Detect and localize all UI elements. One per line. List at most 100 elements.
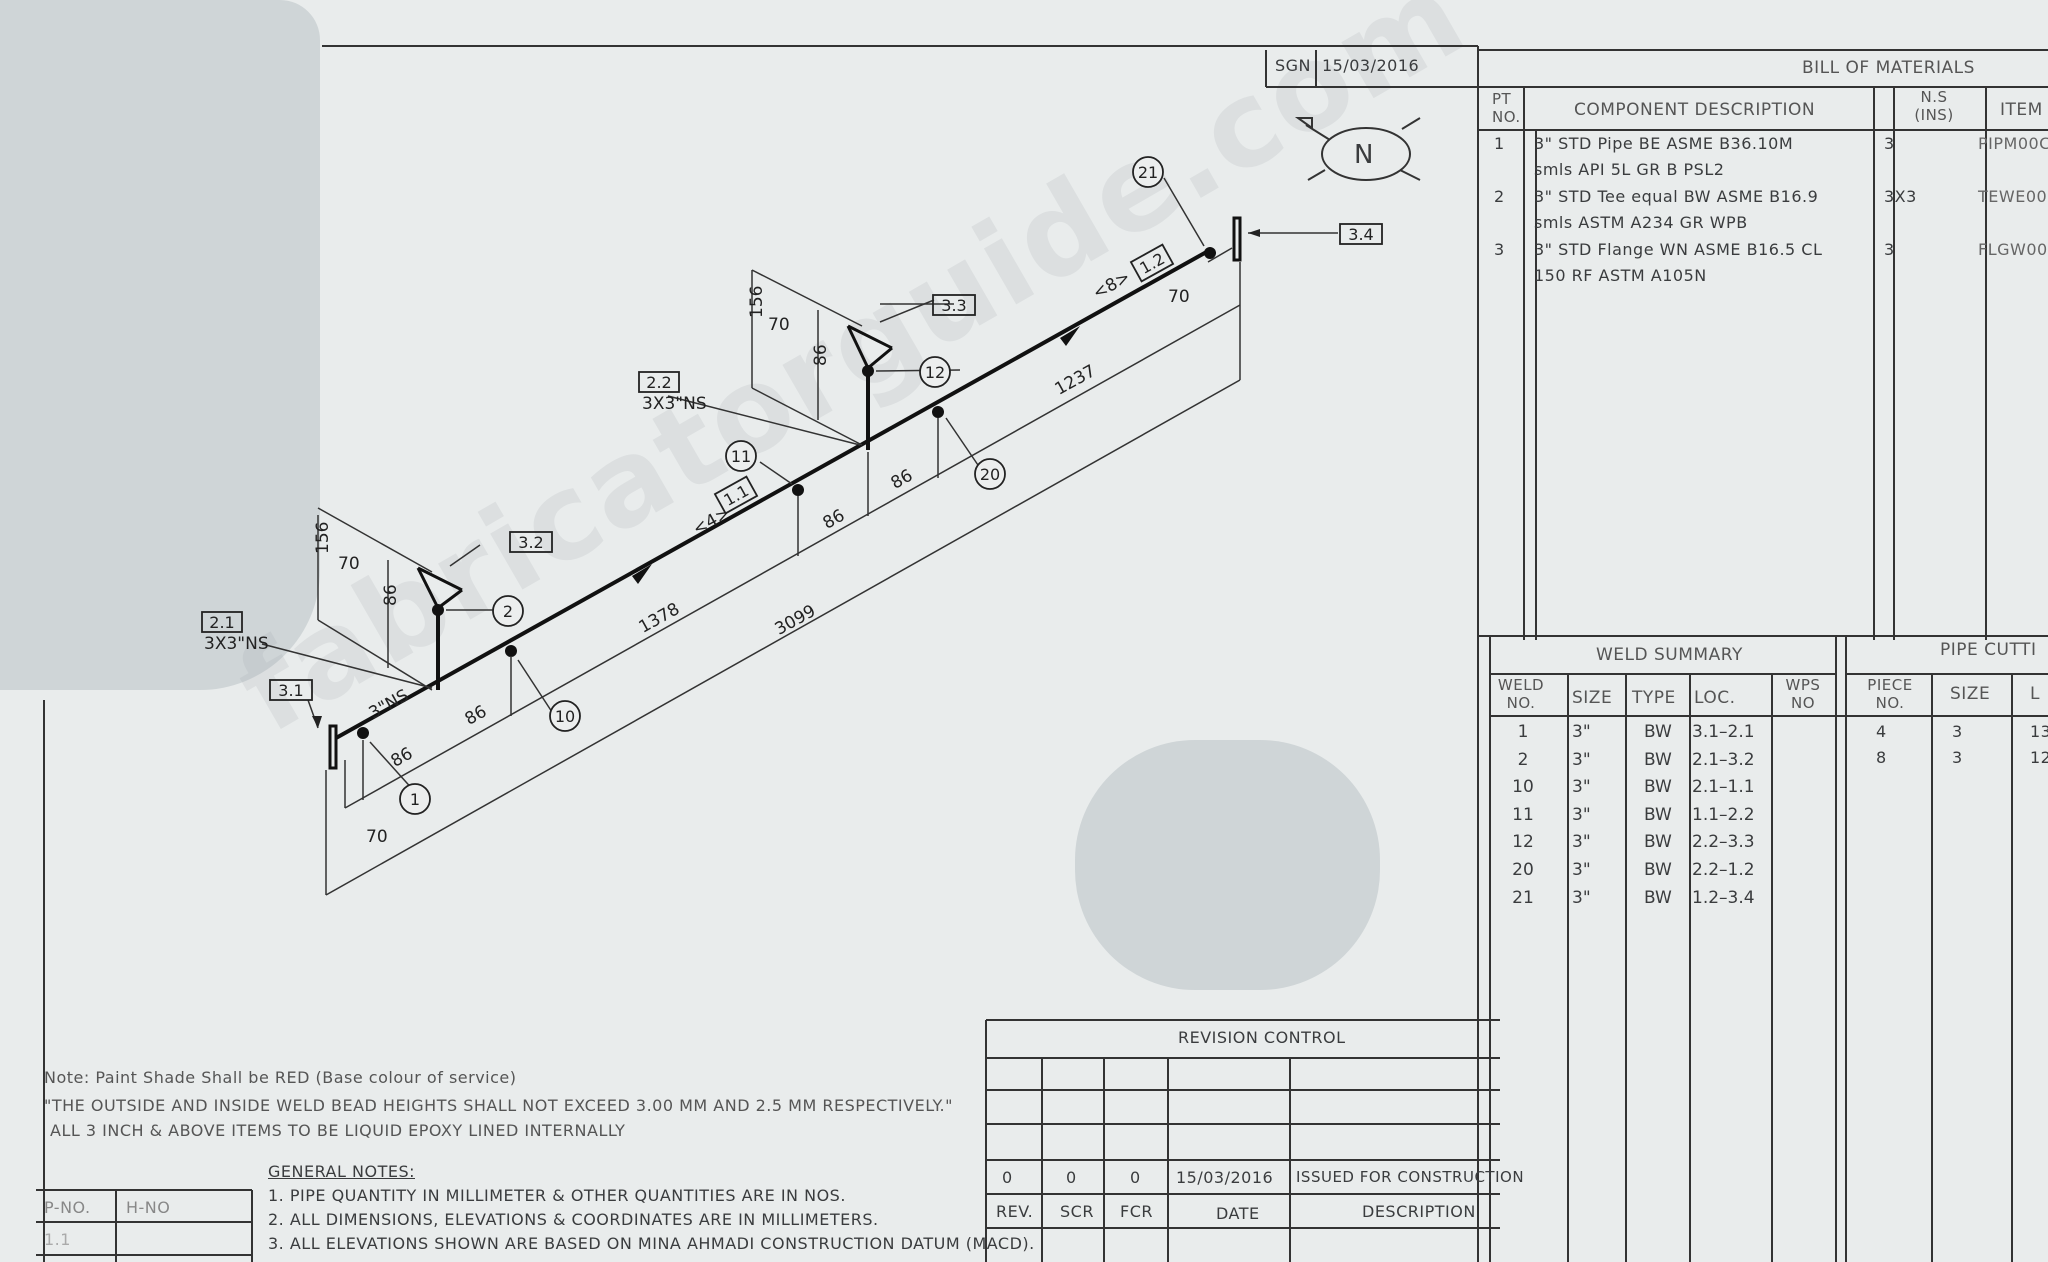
- weld-balloon-1: 1: [410, 790, 420, 809]
- tag-2-1-size: 3X3"NS: [204, 634, 269, 654]
- weld-row-7-size: 3": [1572, 887, 1591, 908]
- revision-col-fcr: FCR: [1120, 1202, 1153, 1221]
- weld-row-7-loc: 1.2–3.4: [1692, 887, 1755, 908]
- weld-row-6-loc: 2.2–1.2: [1692, 860, 1755, 880]
- weld-row-4-type: BW: [1644, 804, 1672, 825]
- pipe-col-size: SIZE: [1950, 684, 1991, 704]
- bom-row-3-pt: 3: [1494, 240, 1505, 259]
- note-weld-bead: "THE OUTSIDE AND INSIDE WELD BEAD HEIGHT…: [44, 1096, 953, 1115]
- tag-2-2: 2.2: [646, 373, 671, 392]
- revision-title: REVISION CONTROL: [1178, 1028, 1346, 1047]
- weld-balloon-21: 21: [1138, 163, 1158, 182]
- dim-70-end: 70: [1168, 287, 1190, 307]
- general-note-2: 2. ALL DIMENSIONS, ELEVATIONS & COORDINA…: [268, 1210, 879, 1229]
- tag-1-1-count: <4>: [690, 503, 734, 540]
- note-paint-shade: Note: Paint Shade Shall be RED (Base col…: [44, 1068, 517, 1087]
- pno-label: P-NO.: [44, 1198, 91, 1217]
- weld-balloon-10: 10: [555, 707, 575, 726]
- revision-fcr-value: 0: [1130, 1168, 1141, 1187]
- redacted-area-center: [1075, 740, 1380, 990]
- revision-col-date: DATE: [1216, 1204, 1260, 1223]
- bom-row-2-item: TEWE00: [1978, 187, 2048, 206]
- bom-row-2-desc2: smls ASTM A234 GR WPB: [1534, 213, 1748, 232]
- weld-row-3-size: 3": [1572, 777, 1591, 798]
- pipe-row-1-size: 3: [1952, 722, 1963, 741]
- dim-1237: 1237: [1052, 361, 1100, 399]
- weld-row-7-no: 21: [1512, 887, 1534, 908]
- tag-3-4: 3.4: [1348, 225, 1373, 244]
- pipe-row-2-size: 3: [1952, 748, 1963, 767]
- dim-70-b: 70: [768, 315, 790, 335]
- weld-col-wps: WPS NO: [1785, 676, 1821, 712]
- weld-balloon-2: 2: [503, 602, 513, 621]
- bom-title: BILL OF MATERIALS: [1802, 58, 1975, 78]
- general-note-3: 3. ALL ELEVATIONS SHOWN ARE BASED ON MIN…: [268, 1234, 1035, 1253]
- tag-3-3: 3.3: [941, 296, 966, 315]
- weld-balloon-20: 20: [980, 465, 1000, 484]
- compass-north-label: N: [1354, 140, 1374, 170]
- weld-col-no: WELD NO.: [1497, 676, 1545, 712]
- tag-3-2: 3.2: [518, 533, 543, 552]
- weld-summary-title: WELD SUMMARY: [1596, 645, 1743, 665]
- dim-156-b: 156: [747, 286, 767, 318]
- note-epoxy-lining: ALL 3 INCH & ABOVE ITEMS TO BE LIQUID EP…: [50, 1121, 626, 1140]
- dim-86-b: 86: [462, 702, 491, 730]
- pipe-col-piece: PIECE NO.: [1867, 676, 1913, 712]
- bom-row-1-item: PIPM00C: [1978, 134, 2048, 153]
- pipe-row-2-piece: 8: [1876, 748, 1887, 767]
- bom-row-1-pt: 1: [1494, 134, 1505, 153]
- weld-row-5-size: 3": [1572, 832, 1591, 853]
- general-notes-title: GENERAL NOTES:: [268, 1162, 415, 1181]
- revision-scr-value: 0: [1066, 1168, 1077, 1187]
- weld-row-3-no: 10: [1512, 777, 1534, 798]
- pipe-row-1-piece: 4: [1876, 722, 1887, 741]
- sgn-label: SGN: [1275, 56, 1312, 75]
- weld-row-3-loc: 2.1–1.1: [1692, 777, 1755, 798]
- revision-date-value: 15/03/2016: [1176, 1168, 1274, 1187]
- weld-row-5-no: 12: [1512, 832, 1534, 853]
- bom-col-description: COMPONENT DESCRIPTION: [1574, 100, 1816, 120]
- revision-rev-value: 0: [1002, 1168, 1013, 1187]
- pipe-row-2-length: 12: [2030, 748, 2048, 767]
- bom-row-3-desc: 3" STD Flange WN ASME B16.5 CL: [1534, 240, 1823, 259]
- revision-description-value: ISSUED FOR CONSTRUCTION: [1296, 1168, 1525, 1186]
- weld-balloon-12: 12: [925, 363, 945, 382]
- bom-row-2-ns: 3X3: [1884, 187, 1917, 206]
- dim-86-e: 86: [381, 584, 401, 606]
- dim-86-f: 86: [811, 344, 831, 366]
- tag-2-1: 2.1: [209, 613, 234, 632]
- weld-row-6-type: BW: [1644, 860, 1672, 880]
- tag-3-1: 3.1: [278, 681, 303, 700]
- revision-col-scr: SCR: [1060, 1202, 1094, 1221]
- weld-row-5-type: BW: [1644, 832, 1672, 853]
- dim-70-a: 70: [338, 554, 360, 574]
- pipe-size-label: 3"NS: [366, 686, 413, 724]
- dim-70-start: 70: [366, 827, 388, 847]
- dim-3099: 3099: [772, 601, 820, 639]
- weld-row-1-type: BW: [1644, 722, 1672, 742]
- bom-row-1-ns: 3: [1884, 134, 1895, 153]
- weld-row-1-loc: 3.1–2.1: [1692, 722, 1755, 742]
- bom-row-3-item: FLGW00: [1978, 240, 2048, 259]
- pipe-row-1-length: 13: [2030, 722, 2048, 741]
- bom-col-pt: PT NO.: [1492, 90, 1521, 126]
- pipe-col-length: L: [2030, 684, 2040, 704]
- redacted-area-left: [0, 0, 320, 690]
- weld-row-2-loc: 2.1–3.2: [1692, 749, 1755, 770]
- weld-row-6-size: 3": [1572, 860, 1591, 880]
- weld-row-2-type: BW: [1644, 749, 1672, 770]
- weld-col-loc: LOC.: [1694, 688, 1736, 708]
- bom-col-item: ITEM: [2000, 100, 2043, 120]
- bom-row-2-desc: 3" STD Tee equal BW ASME B16.9: [1534, 187, 1819, 206]
- weld-row-4-size: 3": [1572, 804, 1591, 825]
- bom-col-ns: N.S (INS): [1914, 88, 1954, 124]
- bom-row-3-desc2: 150 RF ASTM A105N: [1534, 266, 1707, 285]
- weld-row-4-loc: 1.1–2.2: [1692, 804, 1755, 825]
- weld-row-5-loc: 2.2–3.3: [1692, 832, 1755, 853]
- pipe-cutting-title: PIPE CUTTI: [1940, 640, 2037, 660]
- dim-86-c: 86: [820, 506, 849, 534]
- weld-row-3-type: BW: [1644, 777, 1672, 798]
- bom-row-3-ns: 3: [1884, 240, 1895, 259]
